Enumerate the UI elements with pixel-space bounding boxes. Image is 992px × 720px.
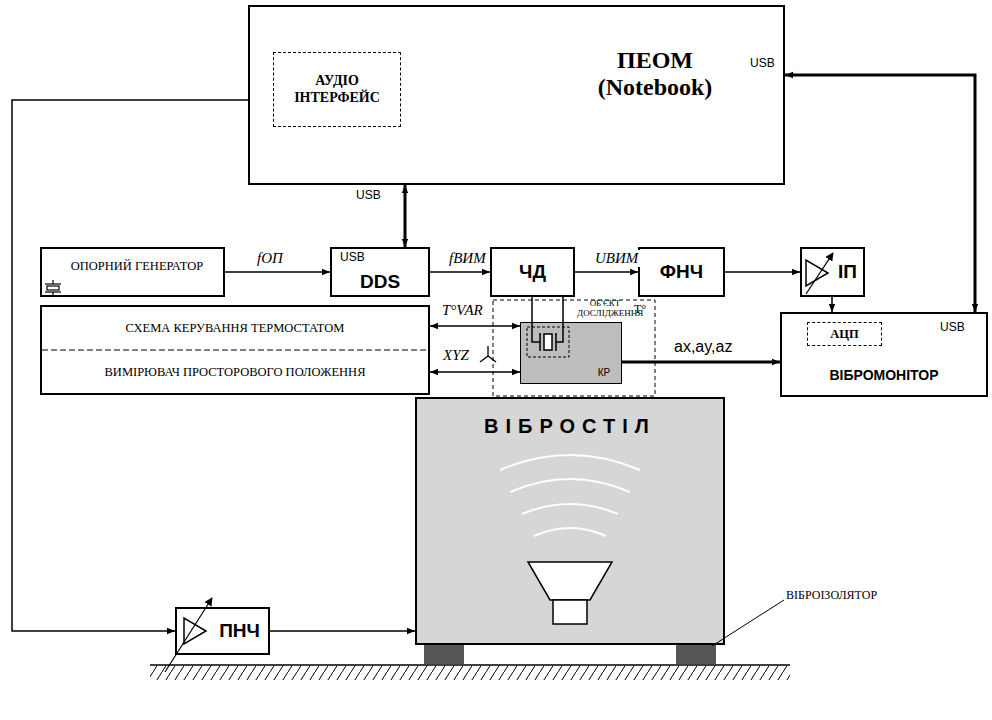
text-label: USB <box>356 188 381 202</box>
edge-label: ax,ay,az <box>672 338 734 356</box>
object-fill <box>520 322 622 384</box>
node-text: ВІБРОМОНІТОР <box>782 356 986 394</box>
node-text: ПНЧ <box>211 609 268 653</box>
ground-line <box>150 664 790 666</box>
text-label: ОБ'ЄКТ ДОСЛІДЖЕННЯ <box>577 299 633 319</box>
edge-label: T°VAR <box>440 302 485 319</box>
edge-label: fОП <box>255 250 285 267</box>
crystal-symbol <box>532 322 563 351</box>
amplifier-symbol <box>806 260 828 286</box>
ground-hatch <box>150 666 790 680</box>
text-label: USB <box>940 320 965 334</box>
amplifier-symbol <box>184 618 206 644</box>
object-box: КР <box>520 322 622 384</box>
node-text: ЧД <box>515 261 550 283</box>
filter-box: ФНЧ <box>638 247 725 297</box>
node-text: ОПОРНИЙ ГЕНЕРАТОР <box>52 249 222 283</box>
text-label: T° <box>634 302 646 317</box>
generator-box: ОПОРНИЙ ГЕНЕРАТОР <box>40 247 225 297</box>
connector <box>225 271 330 273</box>
node-text: ІП <box>830 249 865 295</box>
connector <box>430 271 490 273</box>
connector <box>430 371 520 373</box>
connector <box>404 185 407 247</box>
object-region <box>493 300 655 396</box>
edge-label: fВИМ <box>447 250 488 267</box>
connector <box>430 325 520 327</box>
connector <box>531 297 533 322</box>
connector <box>725 271 800 273</box>
connector <box>785 75 975 312</box>
leader-line <box>712 600 784 646</box>
node-text: СХЕМА КЕРУВАННЯ ТЕРМОСТАТОМ <box>42 307 428 350</box>
divider-line <box>42 350 428 351</box>
control-box: СХЕМА КЕРУВАННЯ ТЕРМОСТАТОМВИМІРЮВАЧ ПРО… <box>40 305 430 395</box>
text-label: USB <box>750 56 775 70</box>
amplifier-box: ІП <box>800 247 865 297</box>
connector <box>575 271 638 273</box>
adc-box: АЦП <box>807 322 882 346</box>
vibro-isolator <box>676 645 716 664</box>
crystal-symbol <box>45 280 61 296</box>
table-box: ВІБРОСТІЛ <box>415 397 725 645</box>
interface-box: АУДІО ІНТЕРФЕЙС <box>273 52 401 127</box>
text-label: ВІБРОІЗОЛЯТОР <box>786 588 877 603</box>
connector <box>622 361 780 364</box>
sound-waves <box>500 455 640 536</box>
node-text: DDS <box>332 267 428 297</box>
edge-label: XYZ <box>441 347 471 364</box>
variable-arrow <box>165 598 212 672</box>
connector <box>831 297 833 312</box>
node-text: ВИМІРЮВАЧ ПРОСТОРОВОГО ПОЛОЖЕННЯ <box>42 352 428 393</box>
connector <box>270 630 415 632</box>
connector <box>562 297 564 322</box>
node-text: ФНЧ <box>656 261 707 283</box>
table-fill <box>416 398 724 644</box>
detector-box: ЧД <box>490 247 575 297</box>
amplifier-box: ПНЧ <box>175 607 270 655</box>
axes-symbol <box>480 346 496 362</box>
node-text: АУДІО ІНТЕРФЕЙС <box>274 73 400 105</box>
vibro-isolator <box>424 645 464 664</box>
node-text: АЦП <box>826 327 862 341</box>
variable-arrow <box>806 253 833 294</box>
computer-box: ПЕОМ (Notebook) АУДІО ІНТЕРФЕЙС <box>248 5 785 185</box>
node-text: ВІБРОСТІЛ <box>417 411 723 441</box>
node-text: КР <box>589 363 619 381</box>
edge-label: UВИМ <box>593 250 640 267</box>
text-label: USB <box>340 250 365 264</box>
speaker-symbol <box>528 562 612 624</box>
node-text: ПЕОМ (Notebook) <box>560 39 750 109</box>
